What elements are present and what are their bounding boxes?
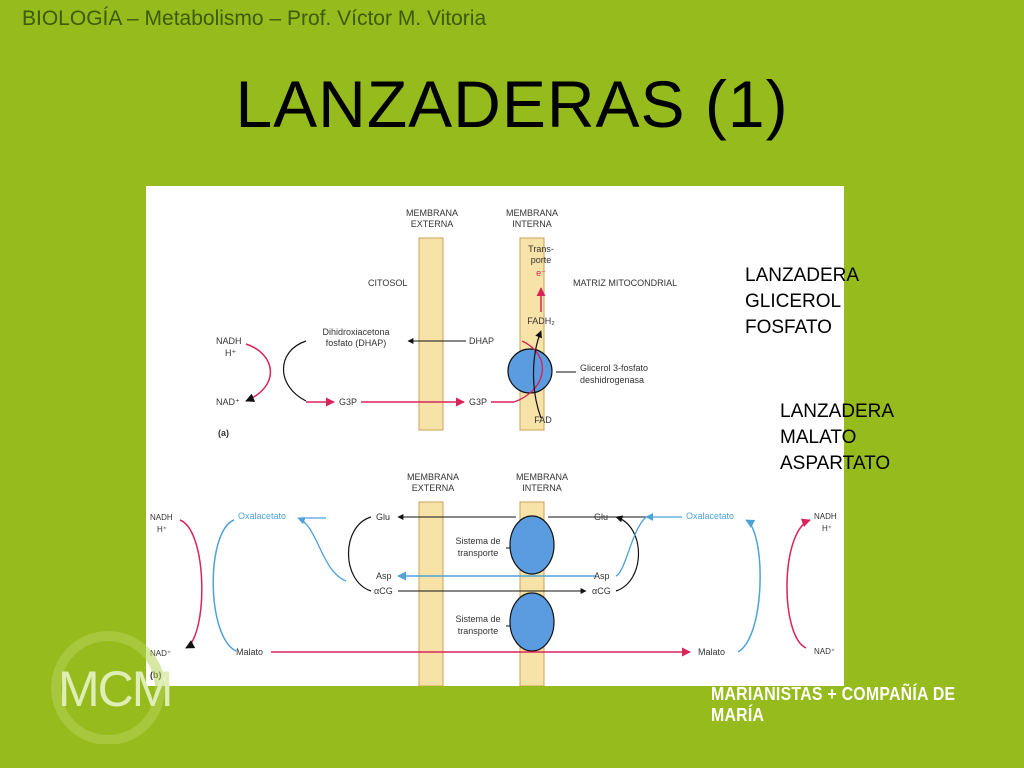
g3p-label-left: G3P (339, 397, 357, 407)
diagram-svg: MEMBRANA EXTERNA MEMBRANA INTERNA Trans-… (150, 208, 837, 686)
dihidroxi-label-2: fosfato (DHAP) (326, 338, 387, 348)
transporte-label-2: porte (531, 255, 552, 265)
side-label-b-line2: MALATO (780, 427, 857, 448)
nadh-label-b-right: NADH (814, 512, 837, 521)
membrana-interna-label-a2: INTERNA (512, 219, 552, 229)
oxalacetato-label-left: Oxalacetato (238, 511, 286, 521)
asp-to-oxalo-curve (297, 517, 347, 582)
membrana-externa-label-b2: EXTERNA (412, 483, 455, 493)
acg-label-right: αCG (592, 586, 611, 596)
asp-label-left: Asp (376, 571, 392, 581)
glycerol-phosphate-shuttle-label: LANZADERA GLICEROL FOSFATO (745, 263, 859, 341)
membrana-interna-label-a1: MEMBRANA (506, 208, 558, 218)
oxaloacetate-curve-left (212, 519, 237, 652)
glu-label-right: Glu (594, 512, 608, 522)
outer-membrane-a (418, 237, 444, 431)
nadh-label-a: NADH (216, 336, 242, 346)
malate-aspartate-shuttle-label: LANZADERA MALATO ASPARTATO (780, 399, 894, 477)
slide-title: LANZADERAS (1) (235, 67, 789, 141)
side-label-b-line3: ASPARTATO (780, 453, 891, 474)
sistema2-label-2: transporte (458, 626, 499, 636)
dhap-label: DHAP (469, 336, 494, 346)
sistema1-label-1: Sistema de (455, 536, 500, 546)
glu-curve-left (348, 516, 372, 592)
asp-label-right: Asp (594, 571, 610, 581)
nadplus-label-b-left: NAD⁺ (150, 649, 171, 658)
enzyme-reaction-curve (513, 340, 544, 403)
fadh2-label: FADH₂ (527, 316, 555, 326)
svg-text:MCM: MCM (58, 661, 171, 717)
nadh-curve-b-right (786, 518, 811, 649)
panel-b: MEMBRANA EXTERNA MEMBRANA INTERNA NADH H… (150, 472, 837, 686)
footer-brand: MARIANISTAS + COMPAÑÍA DE MARÍA (711, 684, 956, 725)
enzyme-circle-a (507, 348, 553, 394)
panel-a-label: (a) (218, 428, 229, 438)
membrana-externa-label-a1: MEMBRANA (406, 208, 458, 218)
slide-header: BIOLOGÍA – Metabolismo – Prof. Víctor M.… (22, 7, 487, 30)
mcm-logo: MCM (51, 631, 173, 744)
fad-curve (532, 330, 542, 419)
hplus-label-b-right: H⁺ (822, 524, 832, 533)
transport-system-2 (509, 592, 555, 652)
nadplus-label-a: NAD⁺ (216, 397, 240, 407)
hplus-label-a: H⁺ (225, 348, 236, 358)
membrana-interna-label-b2: INTERNA (522, 483, 562, 493)
nadh-curve-a (245, 343, 272, 402)
acg-label-left: αCG (374, 586, 393, 596)
oxalo-to-asp-curve (615, 516, 647, 577)
malato-label-right: Malato (698, 647, 725, 657)
oxalacetato-label-right: Oxalacetato (686, 511, 734, 521)
side-label-b-line1: LANZADERA (780, 401, 895, 422)
side-label-a-line1: LANZADERA (745, 265, 860, 286)
matriz-label: MATRIZ MITOCONDRIAL (573, 278, 677, 288)
sistema1-label-2: transporte (458, 548, 499, 558)
membrana-interna-label-b1: MEMBRANA (516, 472, 568, 482)
transport-system-1 (509, 515, 555, 575)
dhap-curve-a (283, 340, 307, 402)
outer-membrane-b (418, 501, 444, 686)
sistema2-label-1: Sistema de (455, 614, 500, 624)
nadplus-label-b-right: NAD⁺ (814, 647, 835, 656)
fad-label: FAD (534, 415, 552, 425)
side-label-a-line3: FOSFATO (745, 317, 832, 338)
enzyme-label-1: Glicerol 3-fosfato (580, 363, 648, 373)
malato-label-left: Malato (236, 647, 263, 657)
shuttle-diagram: MEMBRANA EXTERNA MEMBRANA INTERNA Trans-… (146, 186, 844, 686)
nadh-curve-b-left (179, 519, 203, 649)
membrana-externa-label-a2: EXTERNA (411, 219, 454, 229)
panel-a: MEMBRANA EXTERNA MEMBRANA INTERNA Trans-… (216, 208, 677, 438)
enzyme-label-2: deshidrogenasa (580, 375, 644, 385)
g3p-label-right: G3P (469, 397, 487, 407)
dihidroxi-label-1: Dihidroxiacetona (322, 327, 389, 337)
hplus-label-b-left: H⁺ (157, 525, 167, 534)
transporte-label-3: e⁻ (536, 268, 546, 278)
glu-curve-right (615, 515, 639, 592)
membrana-externa-label-b1: MEMBRANA (407, 472, 459, 482)
malato-to-oxalo-curve-right (737, 519, 761, 653)
nadh-label-b-left: NADH (150, 513, 173, 522)
transporte-label-1: Trans- (528, 244, 554, 254)
glu-label-left: Glu (376, 512, 390, 522)
citosol-label: CITOSOL (368, 278, 407, 288)
side-label-a-line2: GLICEROL (745, 291, 842, 312)
